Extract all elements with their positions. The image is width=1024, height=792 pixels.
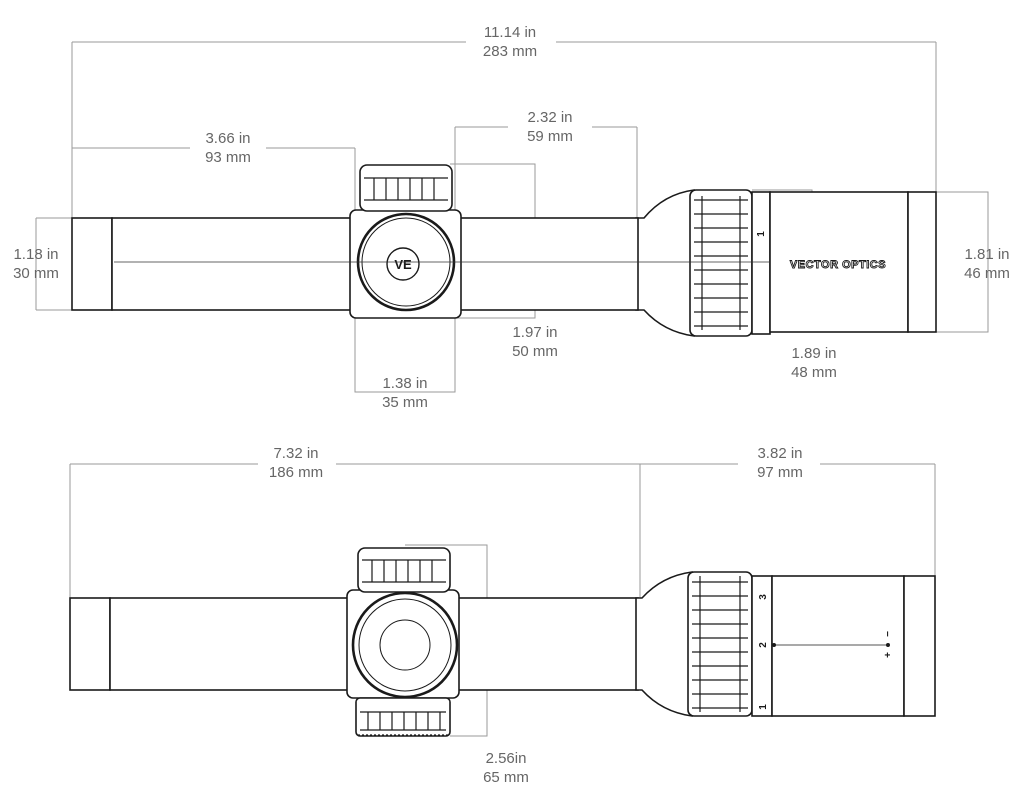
objective-to-turret-mm: 93 mm [205,149,251,166]
rear-tube [454,217,639,311]
diopter-dot-right [886,643,890,647]
bottom-scope-body: 3 2 1 − + [69,547,936,737]
saddle-length-mm: 35 mm [382,394,428,411]
turret-span-in: 2.32 in [527,109,572,126]
front-section-mm: 186 mm [269,464,323,481]
saddle-to-tube-in: 1.97 in [512,324,557,341]
tube-diameter-mm: 30 mm [13,265,59,282]
saddle-length-in: 1.38 in [382,375,427,392]
top-view: VE 1 VECTOR OPTICS 11.14 in 283 mm 3.66 … [13,24,1010,411]
eyepiece-end [907,191,937,333]
bottom-windage-center [379,619,431,671]
main-tube [111,217,353,311]
eyepiece-housing [769,191,909,333]
bottom-eyepiece-taper [635,571,693,717]
top-scope-body: VE 1 VECTOR OPTICS [71,164,937,337]
bottom-objective-bell [69,597,111,691]
eyepiece-length-mm: 48 mm [791,364,837,381]
bottom-labels: 7.32 in 186 mm 3.82 in 97 mm 2.56in 65 m… [269,445,803,786]
zoom-mark-2: 2 [758,642,769,648]
bottom-elevation-knurling [362,559,446,583]
logo-text: VE [394,257,412,272]
zoom-mark-top: 1 [756,231,767,237]
logo-badge [386,247,420,281]
rear-section-mm: 97 mm [757,464,803,481]
eyepiece-length-in: 1.89 in [791,345,836,362]
objective-bell [71,217,113,311]
saddle-to-tube-mm: 50 mm [512,343,558,360]
front-section-in: 7.32 in [273,445,318,462]
tube-diameter-in: 1.18 in [13,246,58,263]
eyepiece-taper [635,189,695,337]
diopter-plus-mark: + [883,652,894,658]
brand-text: VECTOR OPTICS [790,259,886,271]
bottom-windage-cap [351,591,459,699]
rear-section-in: 3.82 in [757,445,802,462]
elevation-turret-knurling [364,177,448,201]
zoom-mark-1: 1 [758,704,769,710]
diopter-minus-mark: − [883,631,894,637]
zoom-scale [751,191,771,335]
top-labels: 11.14 in 283 mm 3.66 in 93 mm 2.32 in 59… [13,24,1010,411]
eyepiece-diameter-mm: 46 mm [964,265,1010,282]
bottom-rear-tube [454,597,639,691]
eyepiece-diameter-in: 1.81 in [964,246,1009,263]
bottom-zoom-ribs [692,576,748,712]
bottom-windage-ring [358,598,452,692]
bottom-main-tube [109,597,351,691]
turret-height-mm: 65 mm [483,769,529,786]
diopter-dot-left [772,643,776,647]
illumination-knurling [358,711,448,736]
overall-length-mm: 283 mm [483,43,537,60]
zoom-ring-ribs [694,196,748,330]
objective-to-turret-in: 3.66 in [205,130,250,147]
turret-height-in: 2.56in [486,750,527,767]
bottom-eyepiece-end [903,575,936,717]
bottom-eyepiece-housing [771,575,905,717]
overall-length-in: 11.14 in [484,24,536,41]
zoom-mark-3: 3 [758,594,769,600]
turret-span-mm: 59 mm [527,128,573,145]
bottom-view: 3 2 1 − + 7.32 in 186 mm 3.82 in 97 mm 2… [69,445,936,786]
zoom-ring [689,189,753,337]
